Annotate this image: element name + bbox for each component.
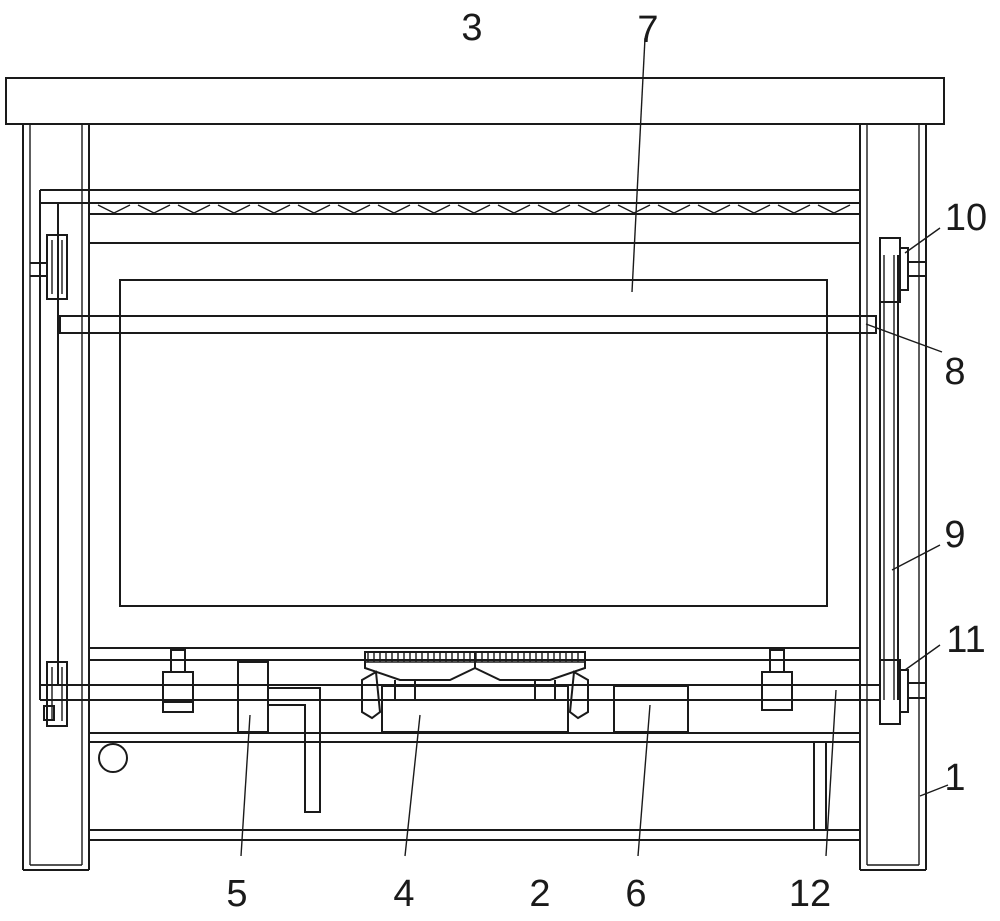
right-belt — [879, 255, 899, 700]
display-board — [119, 279, 828, 607]
left-slider — [162, 649, 194, 713]
spring — [257, 204, 291, 214]
lower-pulley — [879, 659, 926, 725]
spring — [777, 204, 811, 214]
upper-frame — [39, 189, 860, 700]
spring — [217, 204, 251, 214]
spring — [337, 204, 371, 214]
label-12: 12 — [789, 873, 831, 915]
motor — [237, 661, 321, 813]
spring — [657, 204, 691, 214]
right-leg — [859, 124, 927, 871]
label-11: 11 — [946, 619, 985, 661]
spring — [457, 204, 491, 214]
spring — [697, 204, 731, 214]
spring — [617, 204, 651, 214]
label-10: 10 — [945, 197, 987, 239]
spring — [537, 204, 571, 214]
crossbar — [59, 315, 877, 334]
spring — [97, 204, 131, 214]
spring — [737, 204, 771, 214]
lower-frame — [40, 647, 880, 841]
leader-lines — [240, 37, 949, 857]
spring — [577, 204, 611, 214]
label-2: 2 — [529, 873, 550, 915]
label-1: 1 — [944, 757, 965, 799]
spring — [497, 204, 531, 214]
wheel — [98, 743, 128, 773]
spring — [417, 204, 451, 214]
label-3: 3 — [461, 7, 482, 49]
right-slider — [761, 649, 793, 711]
label-6: 6 — [625, 873, 646, 915]
label-8: 8 — [944, 351, 965, 393]
spring — [137, 204, 171, 214]
label-9: 9 — [944, 514, 965, 556]
label-7: 7 — [637, 9, 658, 51]
label-4: 4 — [393, 873, 414, 915]
spring — [177, 204, 211, 214]
spring — [817, 204, 851, 214]
label-5: 5 — [226, 873, 247, 915]
gear-box — [361, 651, 589, 733]
upper-pulley — [879, 237, 926, 303]
spring — [377, 204, 411, 214]
spring — [297, 204, 331, 214]
left-guide — [30, 234, 68, 727]
top-plate — [5, 77, 945, 125]
left-leg — [22, 124, 90, 871]
gear-teeth — [367, 653, 579, 662]
spring-row — [97, 204, 851, 214]
controller-block — [613, 685, 689, 733]
